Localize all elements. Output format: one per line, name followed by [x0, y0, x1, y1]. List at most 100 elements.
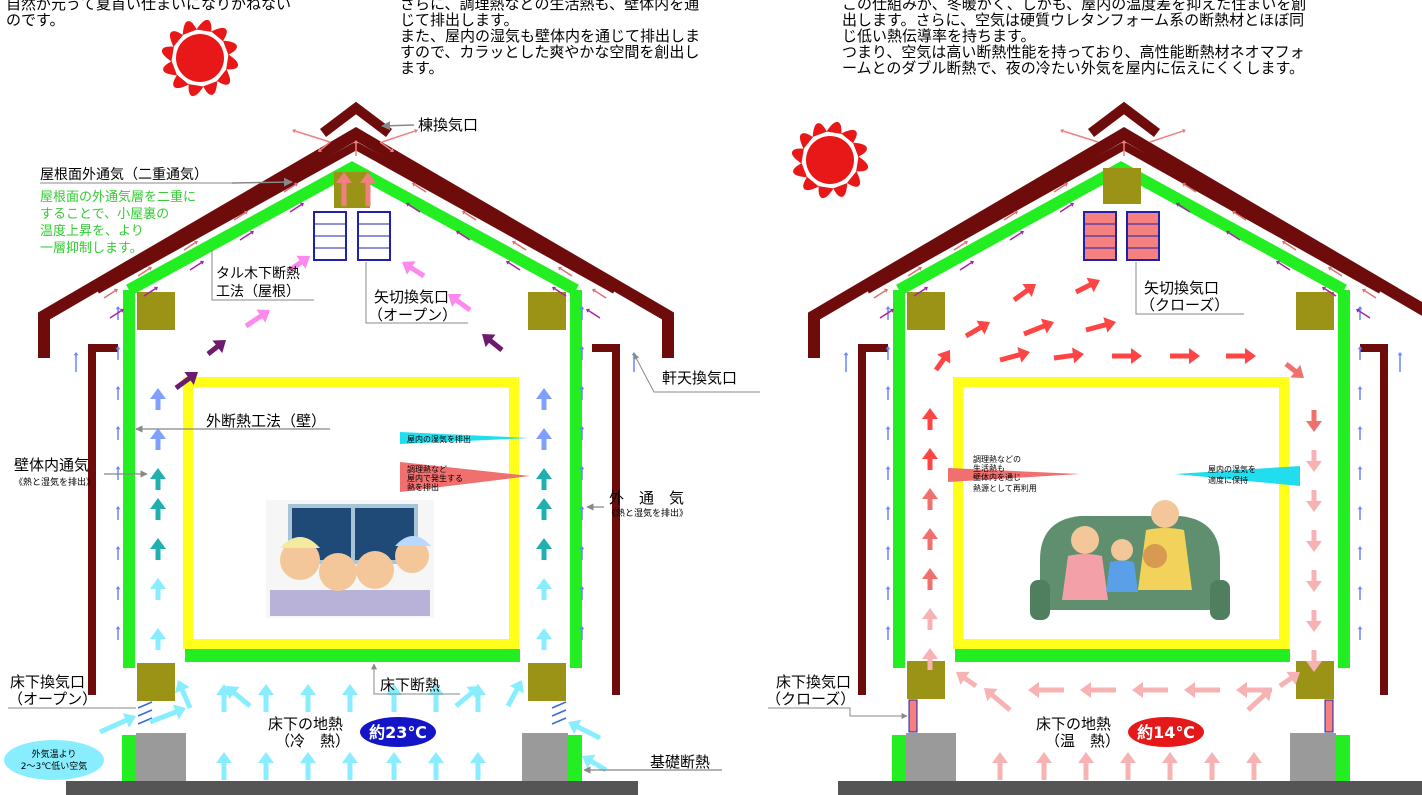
airflow-arrow — [1132, 682, 1168, 698]
sun-ray — [222, 40, 237, 55]
sun-ray — [196, 19, 212, 32]
gable-vent-closed-left — [1083, 211, 1117, 261]
roof-note-line-3: 温度上昇を、より — [40, 223, 144, 239]
airflow-arrow — [1003, 210, 1018, 221]
sill-block-right — [528, 663, 566, 701]
airflow-arrow — [150, 388, 166, 410]
cooking-heat-wedge — [948, 468, 1080, 482]
airflow-arrow — [244, 309, 270, 329]
airflow-arrow — [907, 266, 922, 277]
sun-ray — [818, 186, 834, 199]
gable-vent-leader — [365, 262, 468, 324]
airflow-arrow — [1357, 466, 1363, 480]
airflow-arrow — [1246, 688, 1272, 712]
room-frame-winter — [953, 377, 1289, 649]
foundation-insulation-label: 基礎断熱 — [650, 753, 710, 771]
sill-block-left-winter — [907, 661, 945, 699]
summer-temp-text: 約23℃ — [369, 723, 427, 742]
airflow-arrow — [115, 586, 121, 600]
airflow-arrow — [1357, 306, 1363, 320]
airflow-arrow — [115, 426, 121, 440]
rafter-insulation-line-2: 工法（屋根） — [216, 284, 300, 300]
airflow-arrow — [922, 608, 938, 630]
airflow-arrow — [885, 626, 891, 640]
ground-line-winter — [838, 781, 1422, 795]
summer-house: 約23℃ 外気温より 2～3℃低い空気 棟換気口 屋根面外通気（二重通気） 屋根… — [4, 19, 760, 795]
airflow-arrow — [512, 240, 527, 251]
airflow-arrow — [462, 210, 477, 221]
sun-ray — [791, 148, 804, 164]
airflow-arrow — [1028, 682, 1064, 698]
airflow-arrow — [984, 688, 1012, 712]
airflow-arrow — [137, 266, 152, 277]
sun-ray — [793, 163, 808, 178]
humidity-out-wedge — [400, 432, 530, 444]
airflow-arrow — [115, 626, 121, 640]
airflow-arrow — [115, 546, 121, 560]
foundation-block-left — [136, 733, 186, 781]
airflow-arrow — [336, 172, 352, 206]
airflow-arrow — [1357, 586, 1363, 600]
airflow-arrow — [1357, 386, 1363, 400]
airflow-arrow — [1306, 570, 1322, 592]
airflow-arrow — [999, 347, 1030, 363]
underfloor-vent-open-left — [137, 701, 153, 725]
airflow-arrow — [150, 498, 166, 520]
airflow-arrow — [174, 372, 198, 391]
winter-underfloor-vent-line-1: 床下換気口 — [776, 673, 851, 691]
airflow-arrow — [579, 306, 585, 320]
airflow-arrow — [470, 752, 486, 780]
summer-ground-heat-line-1: 床下の地熱 — [268, 715, 343, 733]
winter-gable-vent-line-1: 矢切換気口 — [1144, 279, 1219, 297]
sill-block-left — [137, 663, 175, 701]
airflow-arrow — [568, 719, 602, 741]
airflow-arrow — [150, 468, 166, 490]
ground-line — [66, 781, 638, 795]
wall-sheathing-right — [592, 344, 620, 695]
wall-insulation-left — [123, 290, 135, 668]
airflow-arrow — [536, 428, 552, 450]
airflow-arrow — [428, 684, 444, 712]
sun-ray — [182, 21, 197, 36]
airflow-arrow — [109, 308, 124, 319]
airflow-arrow — [258, 684, 274, 712]
sun-ray — [163, 61, 178, 76]
intro-text-right: この仕組みが、冬暖かく、しかも、屋内の温度差を抑えた住まいを創 出します。さらに… — [842, 0, 1307, 77]
wall-insulation-right — [570, 290, 582, 668]
airflow-arrow — [1009, 230, 1024, 241]
sun-ray — [203, 80, 218, 95]
gable-vent-label-line-2: （オープン） — [368, 306, 457, 324]
airflow-arrow — [1328, 266, 1343, 277]
airflow-arrow — [428, 752, 444, 780]
foundation-block-right — [522, 733, 568, 781]
foundation-block-right-winter — [1290, 733, 1336, 781]
airflow-arrow — [1120, 752, 1136, 780]
airflow-arrow — [1162, 752, 1178, 780]
wall-sheathing-left-winter — [858, 344, 888, 695]
underfloor-vent-open-right — [551, 701, 567, 725]
sun-disc — [806, 136, 854, 184]
airflow-arrow — [586, 308, 601, 319]
sun-disc — [176, 34, 224, 82]
summer-ground-heat-line-2: （冷 熱） — [275, 732, 350, 750]
airflow-arrow — [300, 752, 316, 780]
airflow-arrow — [1306, 490, 1322, 512]
gable-vent-open-right — [357, 211, 391, 261]
airflow-arrow — [992, 752, 1008, 780]
airflow-arrow — [953, 240, 968, 251]
airflow-arrow — [1306, 530, 1322, 552]
airflow-arrow — [579, 346, 585, 360]
sun-ray — [226, 54, 239, 70]
sun-icon — [161, 19, 239, 97]
sun-ray — [852, 142, 867, 157]
airflow-arrow — [174, 680, 193, 709]
airflow-arrow — [1149, 128, 1186, 143]
airflow-arrow — [406, 202, 421, 213]
room-frame — [183, 377, 519, 649]
roof-note-line-4: 一層抑制します。 — [40, 241, 143, 256]
airflow-arrow — [1306, 650, 1322, 672]
airflow-arrow — [1226, 348, 1256, 364]
family-sofa-illustration — [1030, 500, 1230, 620]
foundation-insulation-left — [122, 735, 136, 781]
